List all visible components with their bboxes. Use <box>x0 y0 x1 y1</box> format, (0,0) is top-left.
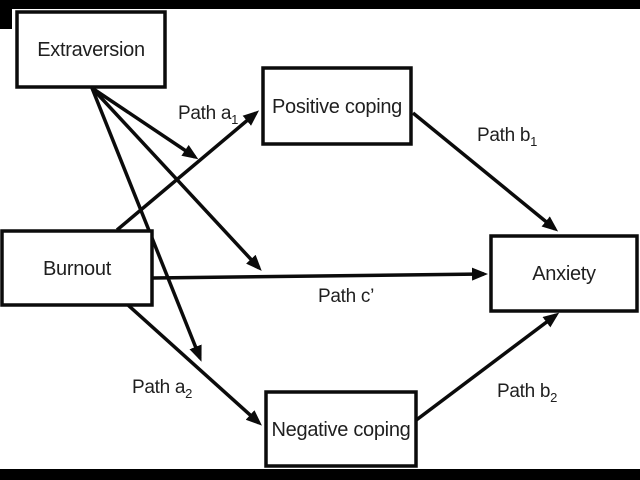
burnout-label: Burnout <box>43 258 112 280</box>
arrow-path-b1 <box>411 111 559 232</box>
letterbox-bar-top <box>0 0 640 9</box>
arrow-path-b2 <box>413 312 560 423</box>
path-c-prime-label: Path c’ <box>318 286 374 307</box>
anxiety-label: Anxiety <box>532 263 596 285</box>
node-burnout: Burnout <box>0 229 154 307</box>
arrow-path-a1 <box>115 110 260 232</box>
path-b2-label: Path b2 <box>497 381 557 405</box>
node-anxiety: Anxiety <box>489 234 639 313</box>
arrow-path-c-prime <box>152 267 488 281</box>
positive-coping-box <box>261 66 413 146</box>
arrow-path-a2 <box>126 303 262 426</box>
negative-coping-label: Negative coping <box>272 419 411 441</box>
arrow-extraversion-moderates-a2 <box>90 87 202 362</box>
node-positive-coping: Positive coping <box>261 66 413 146</box>
burnout-box <box>0 229 154 307</box>
extraversion-label: Extraversion <box>37 39 145 61</box>
extraversion-box <box>15 10 167 89</box>
path-a2-label: Path a2 <box>132 377 192 401</box>
letterbox-notch-top-left <box>0 0 12 29</box>
positive-coping-label: Positive coping <box>272 96 402 118</box>
negative-coping-box <box>264 390 418 468</box>
letterbox-bar-bottom <box>0 469 640 480</box>
path-b1-label: Path b1 <box>477 125 537 149</box>
path-a1-label: Path a1 <box>178 103 238 127</box>
arrow-extraversion-moderates-c-prime <box>90 86 262 271</box>
node-negative-coping: Negative coping <box>264 390 418 468</box>
arrow-extraversion-moderates-a1 <box>91 86 199 160</box>
anxiety-box <box>489 234 639 313</box>
node-extraversion: Extraversion <box>15 10 167 89</box>
